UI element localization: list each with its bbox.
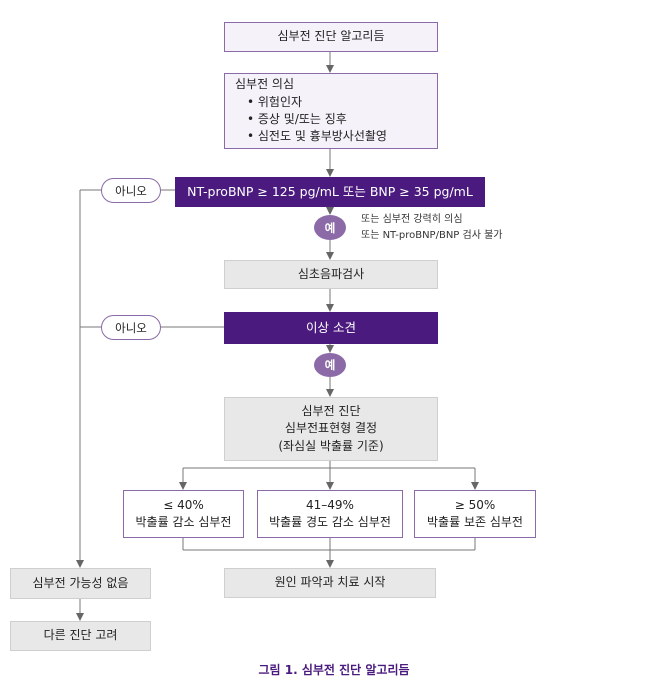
hfmref-box: 41–49% 박출률 경도 감소 심부전 [257, 490, 403, 538]
bnp-criteria-text: NT-proBNP ≥ 125 pg/mL 또는 BNP ≥ 35 pg/mL [187, 183, 473, 199]
no-label-echo-text: 아니오 [115, 320, 147, 335]
hf-unlikely-box: 심부전 가능성 없음 [10, 568, 151, 599]
hfpef-box: ≥ 50% 박출률 보존 심부전 [414, 490, 536, 538]
hf-diagnosis-line-3: (좌심실 박출률 기준) [278, 438, 384, 453]
yes-oval-bnp-text: 예 [324, 220, 336, 235]
yes-note: 또는 심부전 강력히 의심 또는 NT-proBNP/BNP 검사 불가 [361, 212, 502, 243]
hfmref-range: 41–49% [306, 497, 354, 512]
symptom-item: • 증상 및/또는 징후 [247, 112, 347, 126]
bnp-criteria-box: NT-proBNP ≥ 125 pg/mL 또는 BNP ≥ 35 pg/mL [175, 177, 485, 207]
algorithm-title-box: 심부전 진단 알고리듬 [224, 22, 438, 52]
yes-note-line-1: 또는 심부전 강력히 의심 [361, 214, 463, 225]
yes-oval-echo: 예 [314, 353, 346, 377]
hfref-range: ≤ 40% [163, 497, 204, 512]
echo-text: 심초음파검사 [297, 266, 365, 281]
echo-box: 심초음파검사 [224, 260, 438, 289]
hfref-box: ≤ 40% 박출률 감소 심부전 [123, 490, 244, 538]
ecg-xray-item: • 심전도 및 흉부방사선촬영 [247, 129, 387, 144]
other-diagnosis-text: 다른 진단 고려 [43, 628, 118, 643]
abnormal-finding-text: 이상 소견 [306, 319, 356, 335]
other-diagnosis-box: 다른 진단 고려 [10, 621, 151, 651]
hf-suspicion-heading: 심부전 의심 [235, 77, 295, 92]
hfref-label: 박출률 감소 심부전 [135, 515, 232, 529]
risk-factor-item: • 위험인자 [247, 94, 303, 109]
treatment-text: 원인 파악과 치료 시작 [274, 575, 386, 590]
hf-suspicion-content: 심부전 의심 • 위험인자 • 증상 및/또는 징후 • 심전도 및 흉부방사선… [235, 76, 387, 146]
hf-unlikely-text: 심부전 가능성 없음 [32, 575, 129, 590]
treatment-box: 원인 파악과 치료 시작 [224, 568, 436, 598]
hfpef-range: ≥ 50% [454, 497, 496, 512]
hfpef-label: 박출률 보존 심부전 [427, 515, 523, 529]
yes-oval-echo-text: 예 [324, 358, 336, 372]
yes-oval-bnp: 예 [314, 215, 346, 240]
no-label-echo: 아니오 [101, 315, 161, 340]
no-label-bnp-text: 아니오 [115, 183, 147, 198]
hf-suspicion-box: 심부전 의심 • 위험인자 • 증상 및/또는 징후 • 심전도 및 흉부방사선… [224, 73, 438, 149]
hfmref-label: 박출률 경도 감소 심부전 [269, 515, 391, 529]
algorithm-title-text: 심부전 진단 알고리듬 [277, 29, 385, 44]
figure-caption: 그림 1. 심부전 진단 알고리듬 [258, 663, 410, 677]
no-label-bnp: 아니오 [101, 178, 161, 203]
hf-diagnosis-line-1: 심부전 진단 [301, 403, 361, 418]
abnormal-finding-box: 이상 소견 [224, 312, 438, 344]
yes-note-line-2: 또는 NT-proBNP/BNP 검사 불가 [361, 229, 503, 241]
hf-diagnosis-box: 심부전 진단 심부전표현형 결정 (좌심실 박출률 기준) [224, 397, 438, 461]
hf-diagnosis-line-2: 심부전표현형 결정 [284, 421, 378, 436]
